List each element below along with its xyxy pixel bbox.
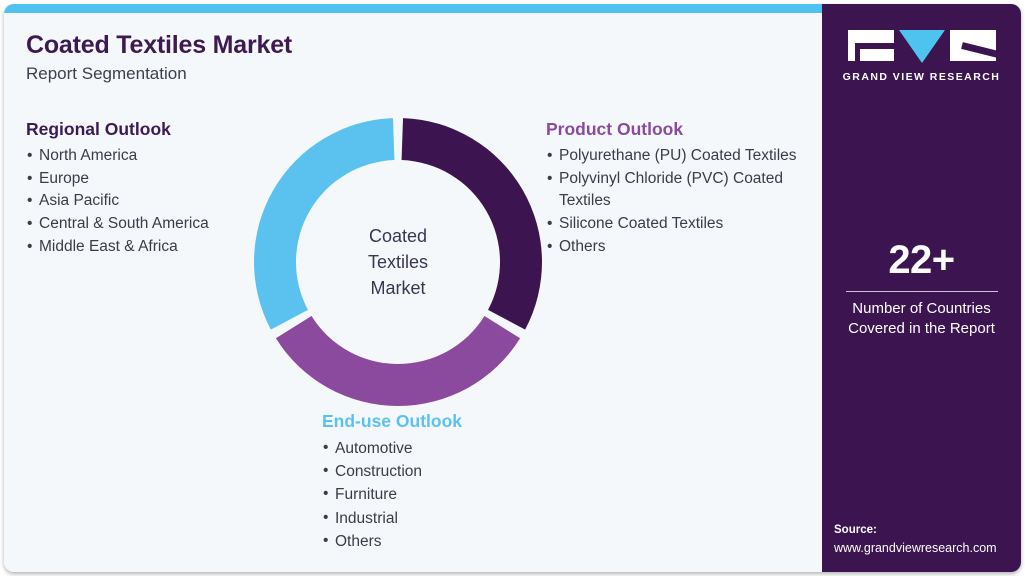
bullet-icon: • — [547, 215, 553, 233]
regional-outlook-title: Regional Outlook — [26, 119, 171, 139]
logo-wordmark: GRAND VIEW RESEARCH — [842, 71, 1001, 83]
list-item: • Others — [322, 530, 562, 553]
logo-marks — [822, 30, 1021, 63]
donut-svg — [254, 118, 542, 407]
stat-value: 22+ — [888, 238, 955, 282]
logo-r-icon — [949, 30, 996, 61]
logo-v-triangle-icon — [898, 30, 945, 63]
source-heading: Source: — [834, 524, 877, 537]
bullet-icon: • — [323, 485, 329, 503]
list-item-label: Middle East & Africa — [39, 238, 178, 255]
stat-label-line-2: Covered in the Report — [848, 319, 995, 337]
enduse-outlook-title: End-use Outlook — [322, 411, 462, 431]
list-item-label: Automotive — [335, 439, 413, 457]
list-item-label: Europe — [39, 169, 89, 187]
main-content-area: Coated Textiles Market Report Segmentati… — [4, 13, 822, 572]
bullet-icon: • — [323, 462, 329, 480]
list-item-label: Polyvinyl Chloride (PVC) Coated Textiles — [559, 169, 783, 210]
list-item-label: Furniture — [335, 486, 398, 504]
product-outlook-block: Product Outlook • Polyurethane (PU) Coate… — [546, 119, 804, 259]
list-item: • Industrial — [322, 507, 562, 530]
list-item-label: Others — [335, 532, 382, 550]
source-url[interactable]: www.grandviewresearch.com — [834, 540, 997, 555]
list-item-label: North America — [39, 146, 138, 164]
bullet-icon: • — [27, 238, 33, 255]
bullet-icon: • — [323, 438, 329, 456]
enduse-outlook-list: • Automotive • Construction • Furniture • In… — [322, 437, 562, 553]
list-item: • Middle East & Africa — [26, 236, 276, 259]
page-title: Coated Textiles Market — [26, 31, 293, 59]
bullet-icon: • — [547, 238, 553, 255]
list-item: • Polyurethane (PU) Coated Textiles — [546, 145, 804, 168]
donut-segment — [275, 316, 521, 407]
source-block: Source: www.grandviewresearch.com — [834, 522, 1021, 557]
brand-logo: GRAND VIEW RESEARCH — [822, 30, 1021, 83]
list-item: • Silicone Coated Textiles — [546, 213, 804, 236]
list-item: • Polyvinyl Chloride (PVC) Coated Textile… — [546, 168, 804, 214]
bullet-icon: • — [547, 146, 553, 164]
bullet-icon: • — [547, 169, 553, 187]
list-item-label: Central & South America — [39, 215, 209, 233]
list-item: • Europe — [26, 168, 276, 191]
stat-divider — [845, 291, 998, 292]
list-item-label: Asia Pacific — [39, 192, 120, 210]
list-item: • Others — [546, 236, 804, 259]
countries-stat-block: 22+ Number of Countries Covered in the R… — [822, 240, 1021, 338]
list-item: • Furniture — [322, 483, 562, 506]
list-item-label: Industrial — [335, 509, 398, 527]
donut-segment — [401, 118, 542, 330]
list-item: • Asia Pacific — [26, 190, 276, 213]
list-item-label: Construction — [335, 463, 423, 481]
product-outlook-title: Product Outlook — [546, 119, 684, 139]
list-item-label: Polyurethane (PU) Coated Textiles — [559, 146, 797, 164]
list-item-label: Silicone Coated Textiles — [559, 215, 724, 233]
list-item: • North America — [26, 145, 276, 168]
list-item: • Construction — [322, 460, 562, 483]
enduse-outlook-block: End-use Outlook • Automotive • Constructio… — [322, 411, 562, 553]
brand-side-panel: GRAND VIEW RESEARCH 22+ Number of Countr… — [822, 4, 1021, 572]
product-outlook-list: • Polyurethane (PU) Coated Textiles • Poly… — [546, 145, 804, 259]
regional-outlook-block: Regional Outlook • North America • Europe … — [26, 119, 276, 259]
page-subtitle: Report Segmentation — [26, 64, 187, 83]
bullet-icon: • — [323, 508, 329, 526]
regional-outlook-list: • North America • Europe • Asia Pacific • Ce… — [26, 145, 276, 259]
bullet-icon: • — [27, 169, 33, 187]
top-accent-bar — [4, 4, 1021, 13]
bullet-icon: • — [27, 146, 33, 164]
logo-g-icon — [847, 30, 894, 61]
stat-label: Number of Countries Covered in the Repor… — [822, 299, 1021, 338]
list-item-label: Others — [559, 238, 606, 255]
list-item: • Automotive — [322, 437, 562, 460]
bullet-icon: • — [27, 192, 33, 210]
stat-label-line-1: Number of Countries — [852, 300, 991, 317]
list-item: • Central & South America — [26, 213, 276, 236]
bullet-icon: • — [323, 531, 329, 549]
infographic-card: Coated Textiles Market Report Segmentati… — [4, 4, 1021, 572]
donut-segment — [254, 118, 395, 330]
segmentation-donut-chart: Coated Textiles Market — [252, 116, 544, 408]
bullet-icon: • — [27, 215, 33, 233]
